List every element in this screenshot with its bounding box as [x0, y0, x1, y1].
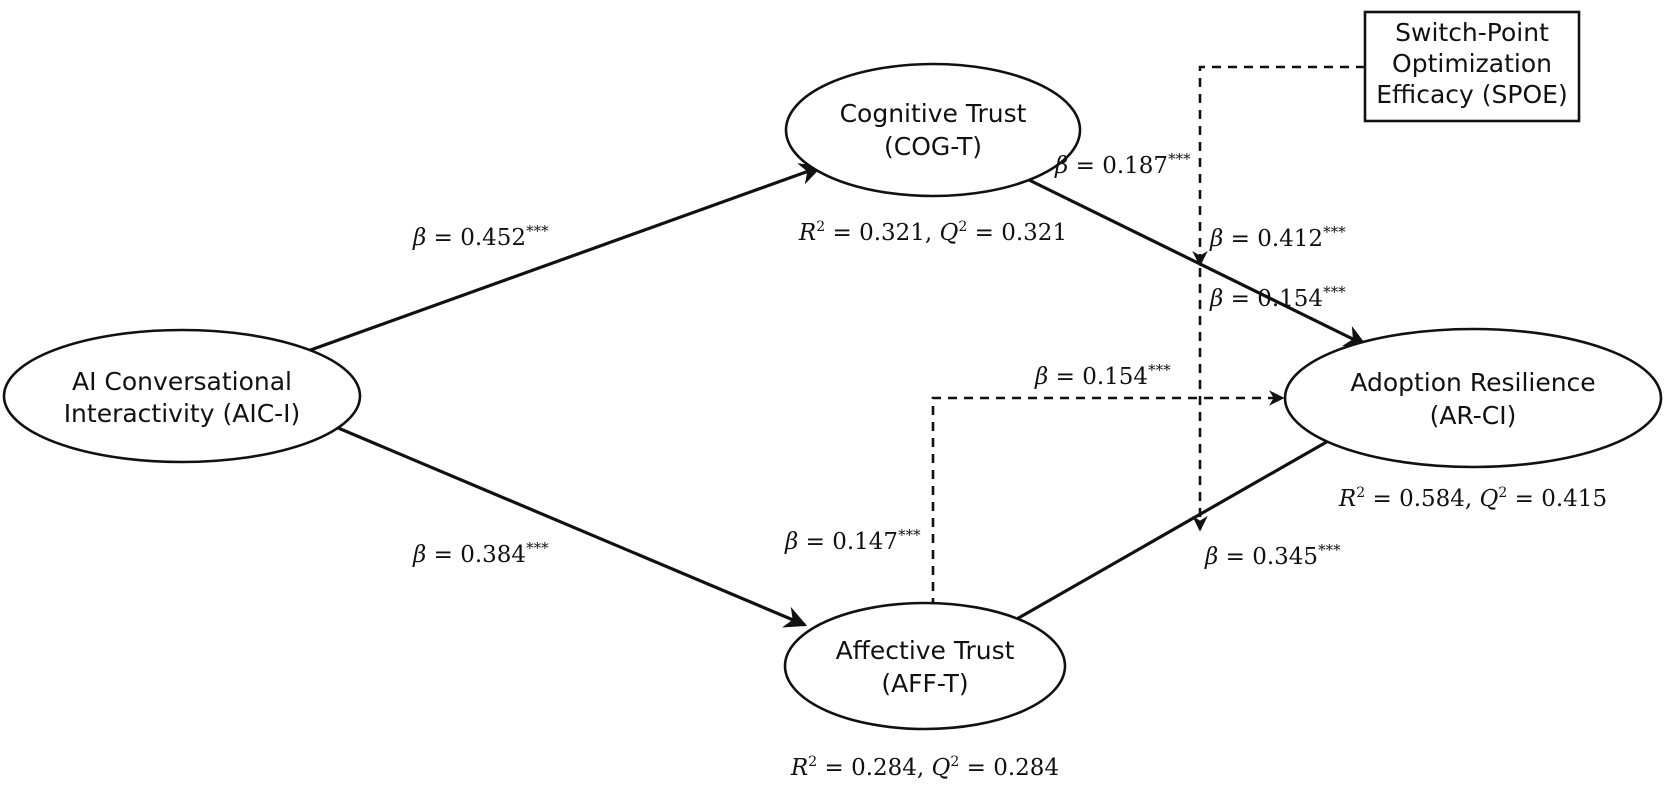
node-afft-label-2: (AFF-T): [881, 669, 968, 698]
coef-afft-dashed: β = 0.147***: [784, 526, 921, 555]
coef-aici-cogt: β = 0.452***: [412, 222, 549, 251]
coef-cogt-arci-value: 0.187: [1102, 153, 1168, 179]
coef-aici-cogt-sig: ***: [526, 222, 549, 240]
coef-cogt-arci: β = 0.187***: [1054, 150, 1191, 179]
path-aici-to-afft: [304, 412, 808, 628]
node-aici-shape: [2, 328, 362, 464]
coef-cogt-arci-sig: ***: [1168, 150, 1191, 168]
coef-afft-arci-sig: ***: [1318, 541, 1341, 559]
node-spoe: Switch-Point Optimization Efficacy (SPOE…: [1363, 10, 1581, 123]
fit-arci: R2 = 0.584, Q2 = 0.415: [1338, 485, 1607, 512]
node-spoe-shape: [1363, 10, 1581, 123]
coef-spoe-cog-symbol: β: [1209, 226, 1223, 252]
coef-spoe-mid-value: 0.154: [1257, 286, 1323, 312]
coef-spoe-mid-symbol: β: [1209, 286, 1223, 312]
node-aici: AI Conversational Interactivity (AIC-I): [2, 328, 362, 464]
coef-cogt-arci-symbol: β: [1054, 153, 1068, 179]
coef-afft-arci-symbol: β: [1204, 544, 1218, 570]
coef-aici-afft-value: 0.384: [460, 542, 526, 568]
dashed-path-afft-to-arci: [931, 390, 1285, 607]
fit-cogt-r2: 0.321: [859, 220, 925, 246]
fit-arci-q2: 0.415: [1541, 486, 1607, 512]
node-spoe-label-1: Switch-Point: [1395, 18, 1549, 47]
fit-afft-r2: 0.284: [851, 755, 917, 781]
path-aici-to-cogt: [304, 163, 823, 354]
dashed-path-spoe-top: [1192, 65, 1365, 267]
path-cogt-to-arci: [1024, 176, 1368, 347]
coef-afft-dashed-sig: ***: [898, 526, 921, 544]
coef-spoe-cog-sig: ***: [1323, 223, 1346, 241]
node-arci-label-2: (AR-CI): [1430, 401, 1517, 430]
node-arci-label-1: Adoption Resilience: [1350, 368, 1595, 397]
node-cogt: Cognitive Trust (COG-T): [784, 62, 1082, 198]
coef-dashed-to-arci-sig: ***: [1148, 361, 1171, 379]
fit-afft-q2: 0.284: [993, 755, 1059, 781]
node-spoe-label-2: Optimization: [1392, 49, 1552, 78]
path-afft-to-arci: [1014, 418, 1367, 622]
coef-dashed-to-arci-value: 0.154: [1082, 364, 1148, 390]
coef-dashed-to-arci: β = 0.154***: [1034, 361, 1171, 390]
fit-afft: R2 = 0.284, Q2 = 0.284: [790, 754, 1059, 781]
coef-aici-afft-symbol: β: [412, 542, 426, 568]
node-arci-shape: [1283, 327, 1663, 469]
coef-aici-cogt-value: 0.452: [460, 225, 526, 251]
node-aici-label-1: AI Conversational: [72, 367, 292, 396]
node-cogt-label-1: Cognitive Trust: [840, 99, 1027, 128]
coef-spoe-cog-value: 0.412: [1257, 226, 1323, 252]
coef-afft-arci: β = 0.345***: [1204, 541, 1341, 570]
coef-afft-dashed-symbol: β: [784, 529, 798, 555]
coef-spoe-mid-sig: ***: [1323, 283, 1346, 301]
coef-aici-afft-sig: ***: [526, 539, 549, 557]
coef-aici-afft: β = 0.384***: [412, 539, 549, 568]
coef-dashed-to-arci-symbol: β: [1034, 364, 1048, 390]
node-cogt-shape: [784, 62, 1082, 198]
coef-spoe-cog: β = 0.412***: [1209, 223, 1346, 252]
coef-spoe-mid: β = 0.154***: [1209, 283, 1346, 312]
node-spoe-label-3: Efficacy (SPOE): [1376, 80, 1567, 109]
fit-arci-r2: 0.584: [1399, 486, 1465, 512]
coef-afft-arci-value: 0.345: [1252, 544, 1318, 570]
fit-cogt: R2 = 0.321, Q2 = 0.321: [798, 219, 1067, 246]
fit-cogt-q2: 0.321: [1001, 220, 1067, 246]
node-cogt-label-2: (COG-T): [884, 132, 982, 161]
coef-afft-dashed-value: 0.147: [832, 529, 898, 555]
node-afft-label-1: Affective Trust: [836, 636, 1015, 665]
node-aici-label-2: Interactivity (AIC-I): [64, 399, 301, 428]
coef-aici-cogt-symbol: β: [412, 225, 426, 251]
node-afft: Affective Trust (AFF-T): [783, 601, 1067, 731]
node-afft-shape: [783, 601, 1067, 731]
node-arci: Adoption Resilience (AR-CI): [1283, 327, 1663, 469]
